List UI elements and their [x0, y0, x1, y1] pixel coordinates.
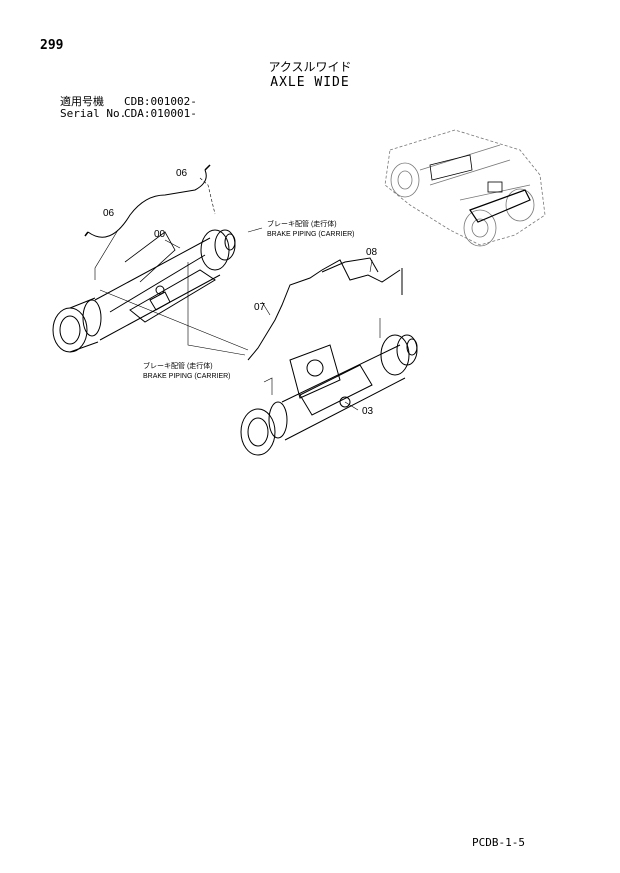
- leader-lines: [94, 177, 381, 411]
- brake-note-lower-en: BRAKE PIPING (CARRIER): [143, 373, 231, 380]
- footer-code: PCDB-1-5: [472, 836, 525, 849]
- brake-hose-06: [84, 164, 211, 238]
- brake-note-upper-en: BRAKE PIPING (CARRIER): [267, 231, 355, 238]
- callout-06-upper: 06: [176, 168, 188, 179]
- axle-assembly-00: [52, 229, 236, 353]
- callout-06-lower: 06: [103, 208, 115, 219]
- brake-note-upper-jp: ブレーキ配管 (走行体): [267, 219, 337, 228]
- applicability-block: 適用号機 CDB:001002- Serial No.CDA:010001-: [60, 96, 197, 120]
- axle-assembly-03: [240, 334, 418, 456]
- callout-03: 03: [362, 406, 374, 417]
- page-title: AXLE WIDE: [270, 75, 350, 90]
- callout-07: 07: [254, 302, 266, 313]
- brake-pipe-08: [321, 257, 379, 273]
- models-value: CDB:001002-: [124, 95, 197, 108]
- machine-thumbnail: [384, 129, 546, 247]
- models-label: 適用号機: [60, 95, 104, 108]
- brake-note-lower-jp: ブレーキ配管 (走行体): [143, 361, 213, 370]
- callout-00: 00: [154, 229, 166, 240]
- serial-value: CDA:010001-: [124, 107, 197, 120]
- brake-pipe-07: [247, 259, 403, 361]
- page-title-jp: アクスルワイド: [268, 60, 352, 74]
- page-number: 299: [40, 38, 64, 53]
- serial-label: Serial No.: [60, 107, 127, 120]
- callout-08: 08: [366, 247, 378, 258]
